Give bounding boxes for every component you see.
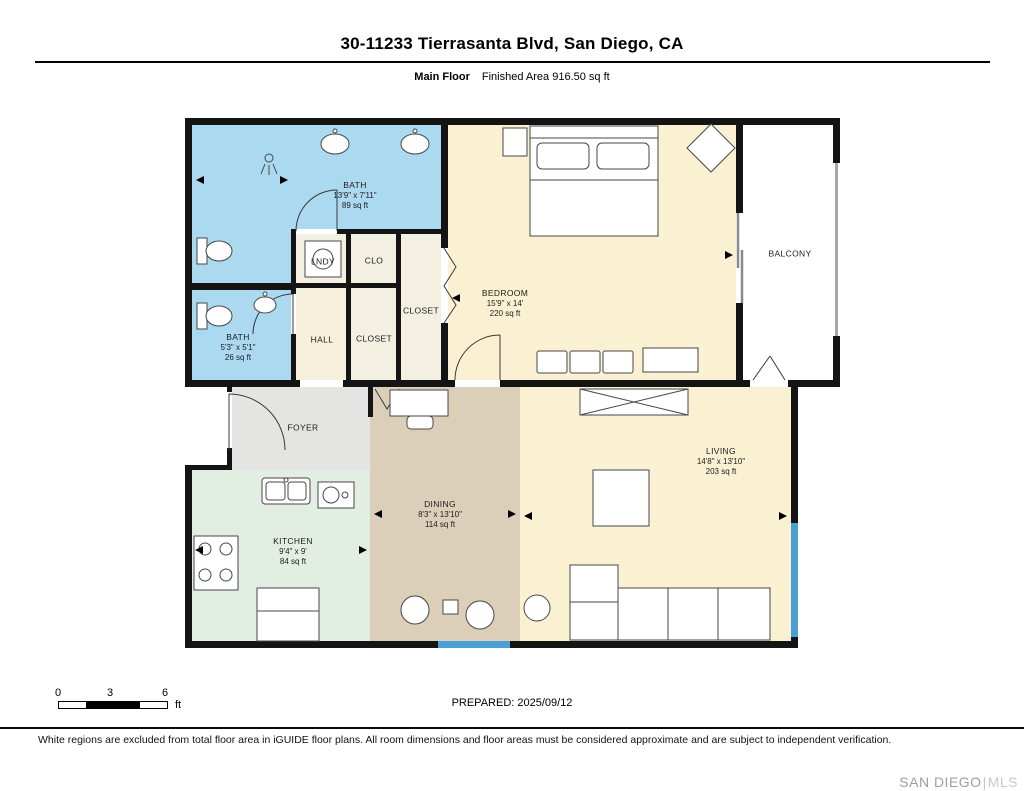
scale-bar-graphic [58, 701, 168, 709]
room-label-dining: DINING 8'3" x 13'10" 114 sq ft [418, 499, 462, 530]
room-fill-dining [370, 387, 520, 641]
room-label-bath2: BATH 5'3" x 5'1" 26 sq ft [220, 332, 256, 363]
closet-bifold-door [443, 247, 457, 324]
window-living-right [791, 523, 798, 637]
console-table-icon [579, 388, 689, 416]
room-fill-closet-a [351, 288, 396, 380]
dresser-icon [642, 347, 699, 373]
bath-sink-icon [320, 128, 350, 155]
kitchen-island-icon [256, 587, 320, 642]
dimension-arrows [195, 176, 787, 554]
room-fill-clo [351, 234, 396, 283]
scale-bar: 0 3 6 ft [55, 687, 248, 715]
room-label-closet-a: CLOSET [355, 333, 393, 344]
watermark-primary: SAN DIEGO [899, 774, 982, 790]
room-label-living: LIVING 14'8" x 13'10" 203 sq ft [696, 446, 746, 477]
balcony-railing [835, 163, 838, 336]
room-label-closet-b: CLOSET [402, 305, 440, 316]
room-fill-foyer [232, 387, 370, 470]
page-title: 30-11233 Tierrasanta Blvd, San Diego, CA [340, 34, 684, 53]
mls-watermark: SAN DIEGO|MLS [899, 774, 1018, 790]
room-fill-balcony [743, 125, 834, 378]
room-label-hall: HALL [310, 334, 334, 345]
room-fill-hall [296, 288, 346, 380]
room-label-bedroom: BEDROOM 15'9" x 14' 220 sq ft [481, 288, 529, 319]
dining-chair-icon [465, 600, 495, 630]
coffee-table-icon [592, 469, 650, 527]
bath1-door-arc [295, 189, 338, 232]
room-label-foyer: FOYER [287, 422, 319, 433]
bath-sink-icon [400, 128, 430, 155]
floor-subtitle: Main Floor Finished Area 916.50 sq ft [0, 71, 1024, 83]
prepared-date: PREPARED: 2025/09/12 [451, 697, 573, 709]
shower-head-icon [260, 153, 278, 175]
balcony-french-door [752, 355, 786, 381]
floor-plan: BATH 13'9" x 7'11" 89 sq ft BATH 5'3" x … [185, 118, 840, 648]
disclaimer-text: White regions are excluded from total fl… [38, 734, 892, 746]
scale-unit-label: ft [175, 699, 182, 711]
toilet-icon [196, 237, 233, 265]
room-label-clo: CLO [364, 255, 384, 266]
finished-area-label: Finished Area 916.50 sq ft [481, 71, 610, 83]
door-arcs [228, 189, 786, 451]
watermark-divider-glyph: | [982, 774, 987, 790]
balcony-slider-door [736, 213, 744, 303]
desk-icon [389, 389, 449, 430]
nightstand-icon [502, 127, 528, 157]
floor-label: Main Floor [414, 71, 470, 83]
entry-door-arc [228, 393, 286, 451]
fixtures [193, 123, 771, 642]
scale-tick-6: 6 [162, 687, 169, 699]
accent-chair-icon [686, 123, 736, 173]
side-table-icon [523, 594, 551, 622]
bench-icon [536, 350, 634, 374]
bed-icon [529, 125, 659, 237]
windows [438, 523, 798, 648]
dining-chair-icon [400, 595, 430, 625]
window-dining-bottom [438, 641, 510, 648]
room-label-lndy: LNDY [310, 256, 336, 267]
room-label-kitchen: KITCHEN 9'4" x 9' 84 sq ft [273, 536, 313, 567]
washer-icon [304, 240, 342, 278]
room-label-balcony: BALCONY [768, 248, 812, 259]
title-divider [35, 61, 990, 63]
kitchen-sink-icon [261, 477, 311, 505]
floor-plan-svg [185, 118, 840, 648]
stove-icon [193, 535, 239, 591]
footer-divider [0, 727, 1024, 729]
room-fill-closet-b [401, 234, 441, 380]
bath-sink-icon [253, 291, 277, 314]
sofa-icon [569, 564, 771, 641]
scale-tick-0: 0 [55, 687, 62, 699]
dishwasher-icon [317, 481, 355, 509]
watermark-secondary: MLS [987, 774, 1018, 790]
scale-tick-3: 3 [107, 687, 114, 699]
room-label-bath1: BATH 13'9" x 7'11" 89 sq ft [333, 180, 377, 211]
dining-side-table-icon [442, 599, 459, 615]
toilet-icon [196, 302, 233, 330]
walls [185, 118, 840, 648]
bedroom-door-arc [454, 334, 501, 381]
